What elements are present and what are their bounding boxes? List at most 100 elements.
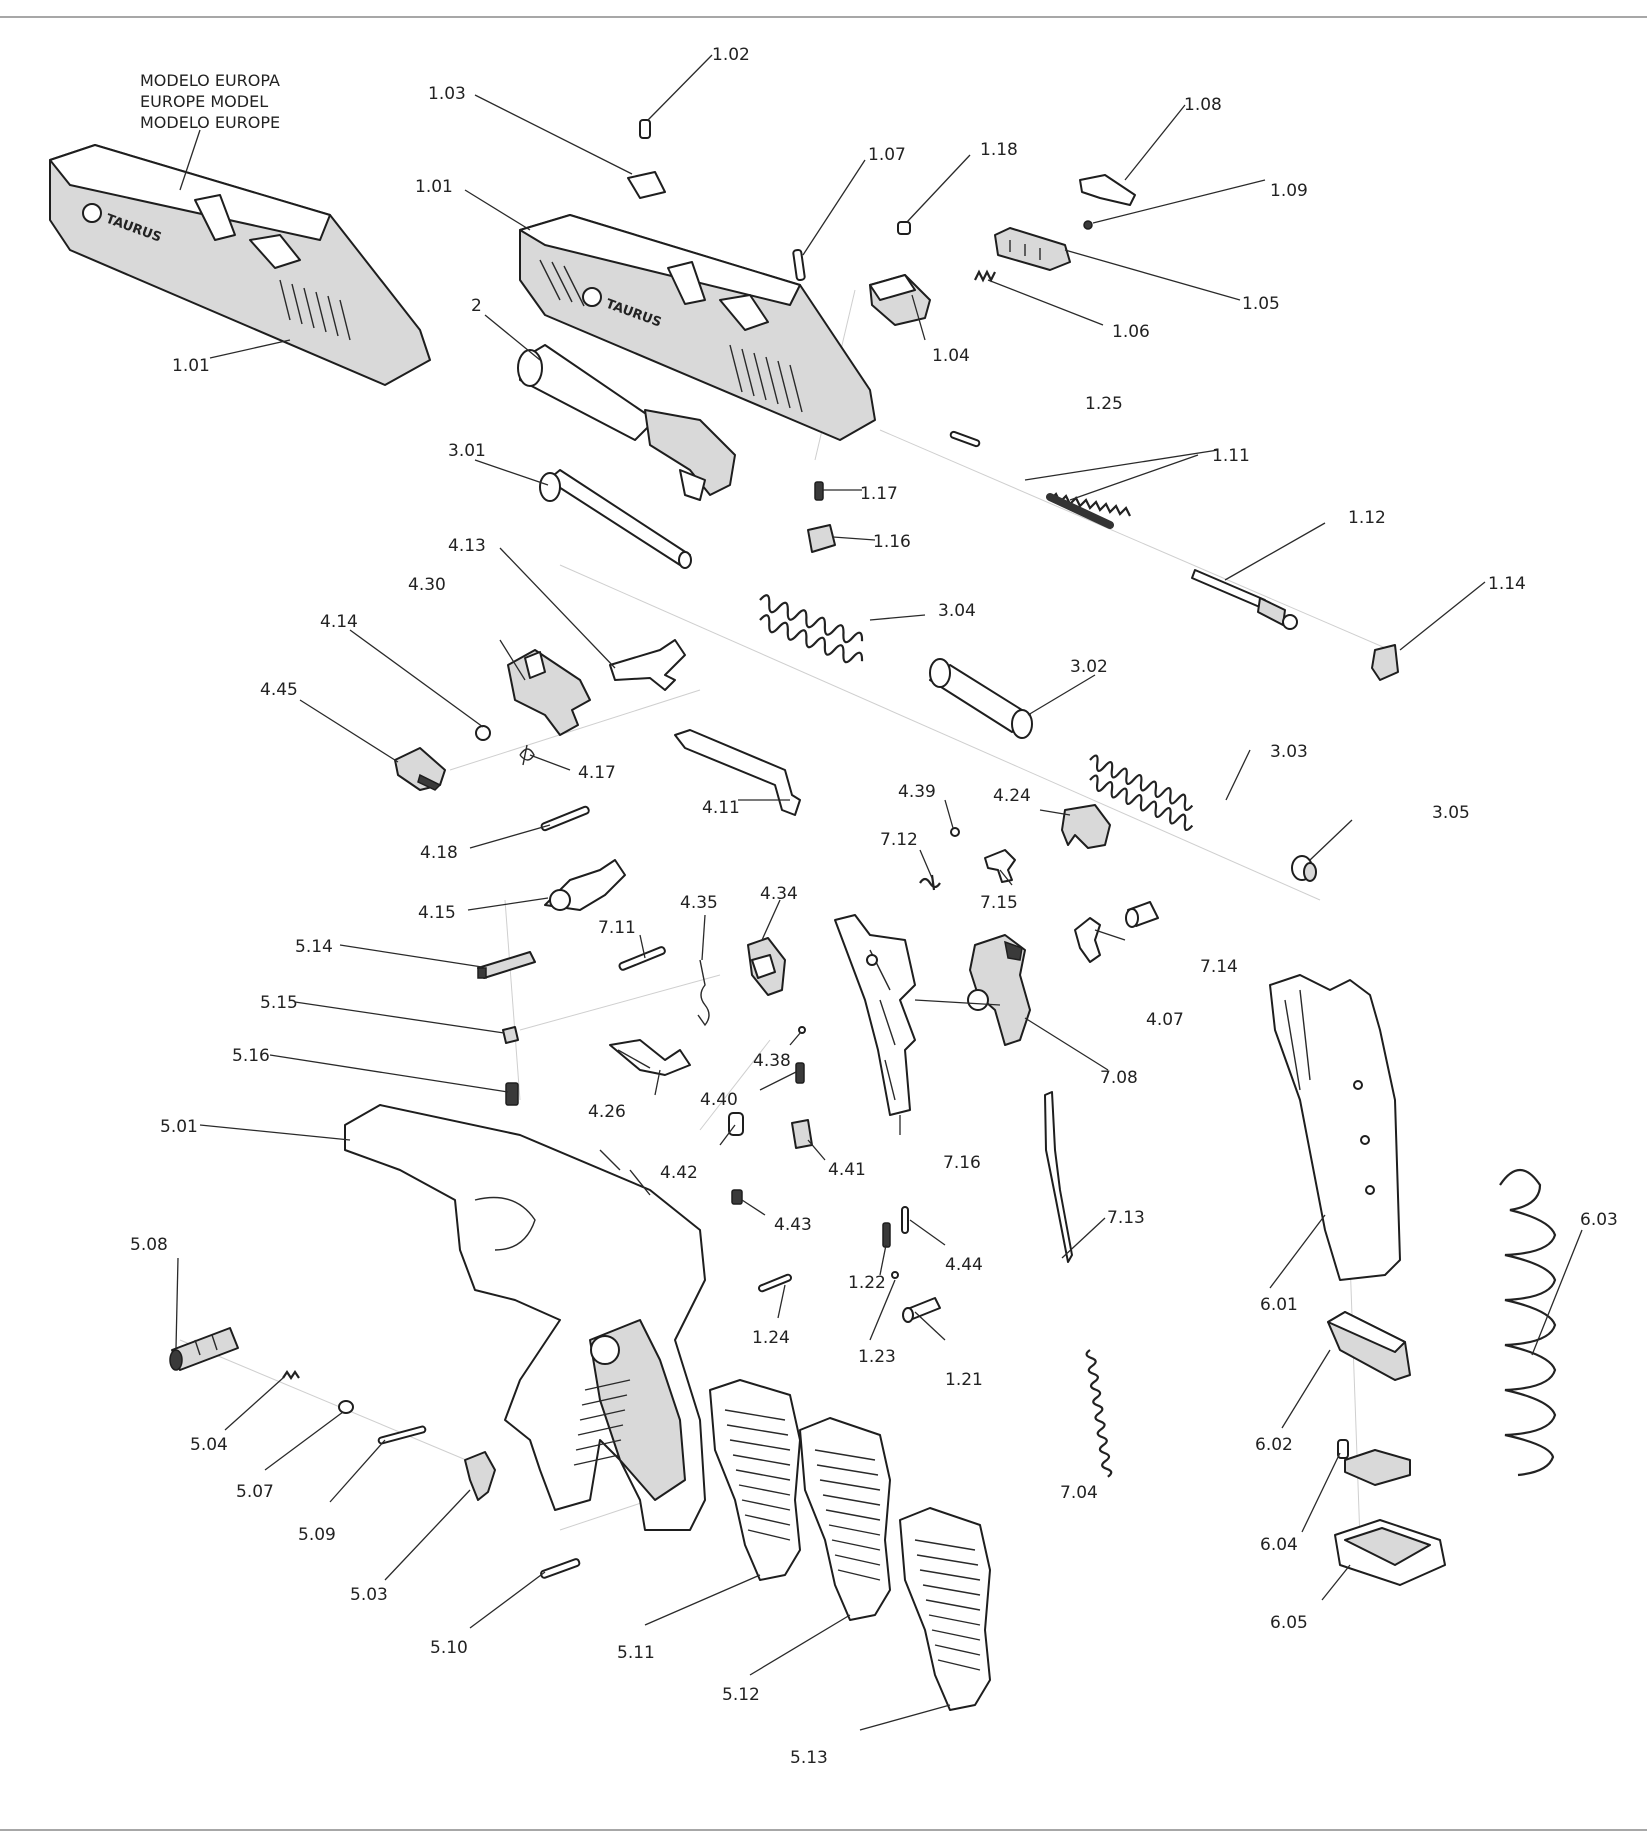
label-1-09: 1.09: [1270, 181, 1308, 201]
part-5-07: [338, 1400, 354, 1414]
pin-5-09: [377, 1425, 427, 1445]
part-7-16: [834, 914, 916, 1116]
spring-5-04: [282, 1370, 300, 1380]
magazine-insert: [1337, 1439, 1411, 1486]
label-4-42: 4.42: [660, 1163, 698, 1183]
label-1-17: 1.17: [860, 484, 898, 504]
guide-rod: [539, 469, 692, 569]
label-3-04: 3.04: [938, 601, 976, 621]
spring-cap: [1291, 855, 1317, 882]
label-5-01: 5.01: [160, 1117, 198, 1137]
barrel: [517, 344, 736, 501]
label-6-05: 6.05: [1270, 1613, 1308, 1633]
label-1-14: 1.14: [1488, 574, 1526, 594]
part-1-23: [891, 1271, 899, 1279]
label-1-04: 1.04: [932, 346, 970, 366]
label-5-11: 5.11: [617, 1643, 655, 1663]
spring-4-40: [795, 1062, 805, 1084]
magazine-body: [1269, 974, 1401, 1281]
label-7-16: 7.16: [943, 1153, 981, 1173]
label-4-41: 4.41: [828, 1160, 866, 1180]
label-4-45: 4.45: [260, 680, 298, 700]
spring-1-22: [882, 1222, 891, 1248]
label-4-18: 4.18: [420, 843, 458, 863]
part-4-38: [798, 1026, 806, 1034]
label-4-07: 4.07: [1146, 1010, 1184, 1030]
part-5-15: [502, 1026, 519, 1044]
label-4-11: 4.11: [702, 798, 740, 818]
label-4-24: 4.24: [993, 786, 1031, 806]
part-4-42: [728, 1112, 744, 1136]
label-1-21: 1.21: [945, 1370, 983, 1390]
label-1-07: 1.07: [868, 145, 906, 165]
label-7-11: 7.11: [598, 918, 636, 938]
label-1-25: 1.25: [1085, 394, 1123, 414]
label-1-12: 1.12: [1348, 508, 1386, 528]
part-4-24: [1061, 804, 1111, 849]
grip-panel-5-11: [709, 1379, 801, 1581]
part-1-21: [902, 1297, 941, 1323]
part-5-03: [464, 1451, 496, 1501]
part-number-labels: 1.01 1.01 1.02 1.03 1.04 1.05 1.06 1.07 …: [130, 45, 1618, 1768]
label-5-09: 5.09: [298, 1525, 336, 1545]
part-1-16: [807, 524, 836, 553]
part-7-13: [1044, 1091, 1073, 1263]
label-5-14: 5.14: [295, 937, 333, 957]
label-7-15: 7.15: [980, 893, 1018, 913]
part-4-30: [507, 649, 591, 736]
slide-main: TAURUS: [519, 214, 876, 441]
spring-1-06: [974, 269, 996, 283]
label-5-07: 5.07: [236, 1482, 274, 1502]
label-1-23: 1.23: [858, 1347, 896, 1367]
label-4-39: 4.39: [898, 782, 936, 802]
part-4-15: [544, 859, 626, 911]
label-4-15: 4.15: [418, 903, 456, 923]
frame: [344, 1104, 706, 1531]
label-3-03: 3.03: [1270, 742, 1308, 762]
label-4-35: 4.35: [680, 893, 718, 913]
magazine-follower: [1327, 1311, 1411, 1381]
grip-panel-5-12: [799, 1417, 891, 1621]
label-7-14: 7.14: [1200, 957, 1238, 977]
spring-tube: [929, 658, 1033, 739]
pin-4-44: [901, 1206, 909, 1234]
part-4-43: [731, 1189, 743, 1205]
label-2: 2: [471, 296, 482, 316]
label-4-13: 4.13: [448, 536, 486, 556]
part-4-07: [1074, 917, 1101, 963]
label-7-12: 7.12: [880, 830, 918, 850]
model-note-line-3: MODELO EUROPE: [140, 113, 280, 132]
part-4-26: [609, 1039, 691, 1076]
part-1-14: [1371, 644, 1399, 681]
label-7-08: 7.08: [1100, 1068, 1138, 1088]
label-5-04: 5.04: [190, 1435, 228, 1455]
part-1-09: [1083, 220, 1093, 230]
pin-4-18: [540, 805, 590, 832]
label-1-24: 1.24: [752, 1328, 790, 1348]
pin-7-11: [618, 946, 666, 971]
label-3-02: 3.02: [1070, 657, 1108, 677]
label-3-05: 3.05: [1432, 803, 1470, 823]
label-5-12: 5.12: [722, 1685, 760, 1705]
model-note-line-1: MODELO EUROPA: [140, 71, 280, 90]
model-note-line-2: EUROPE MODEL: [140, 92, 268, 111]
label-1-08: 1.08: [1184, 95, 1222, 115]
label-4-44: 4.44: [945, 1255, 983, 1275]
pin-1-07: [792, 248, 806, 282]
firing-pin-spring: [1046, 492, 1131, 529]
label-6-04: 6.04: [1260, 1535, 1298, 1555]
spring-5-16: [505, 1082, 519, 1106]
label-4-34: 4.34: [760, 884, 798, 904]
label-4-40: 4.40: [700, 1090, 738, 1110]
label-5-10: 5.10: [430, 1638, 468, 1658]
part-7-14: [1125, 901, 1159, 928]
label-7-04: 7.04: [1060, 1483, 1098, 1503]
label-1-11: 1.11: [1212, 446, 1250, 466]
pin-1-25: [949, 430, 981, 448]
magazine-base-plate: [1334, 1519, 1446, 1586]
label-5-15: 5.15: [260, 993, 298, 1013]
label-1-18: 1.18: [980, 140, 1018, 160]
grip-panel-5-13: [899, 1507, 991, 1711]
spring-7-04: [1085, 1349, 1113, 1478]
